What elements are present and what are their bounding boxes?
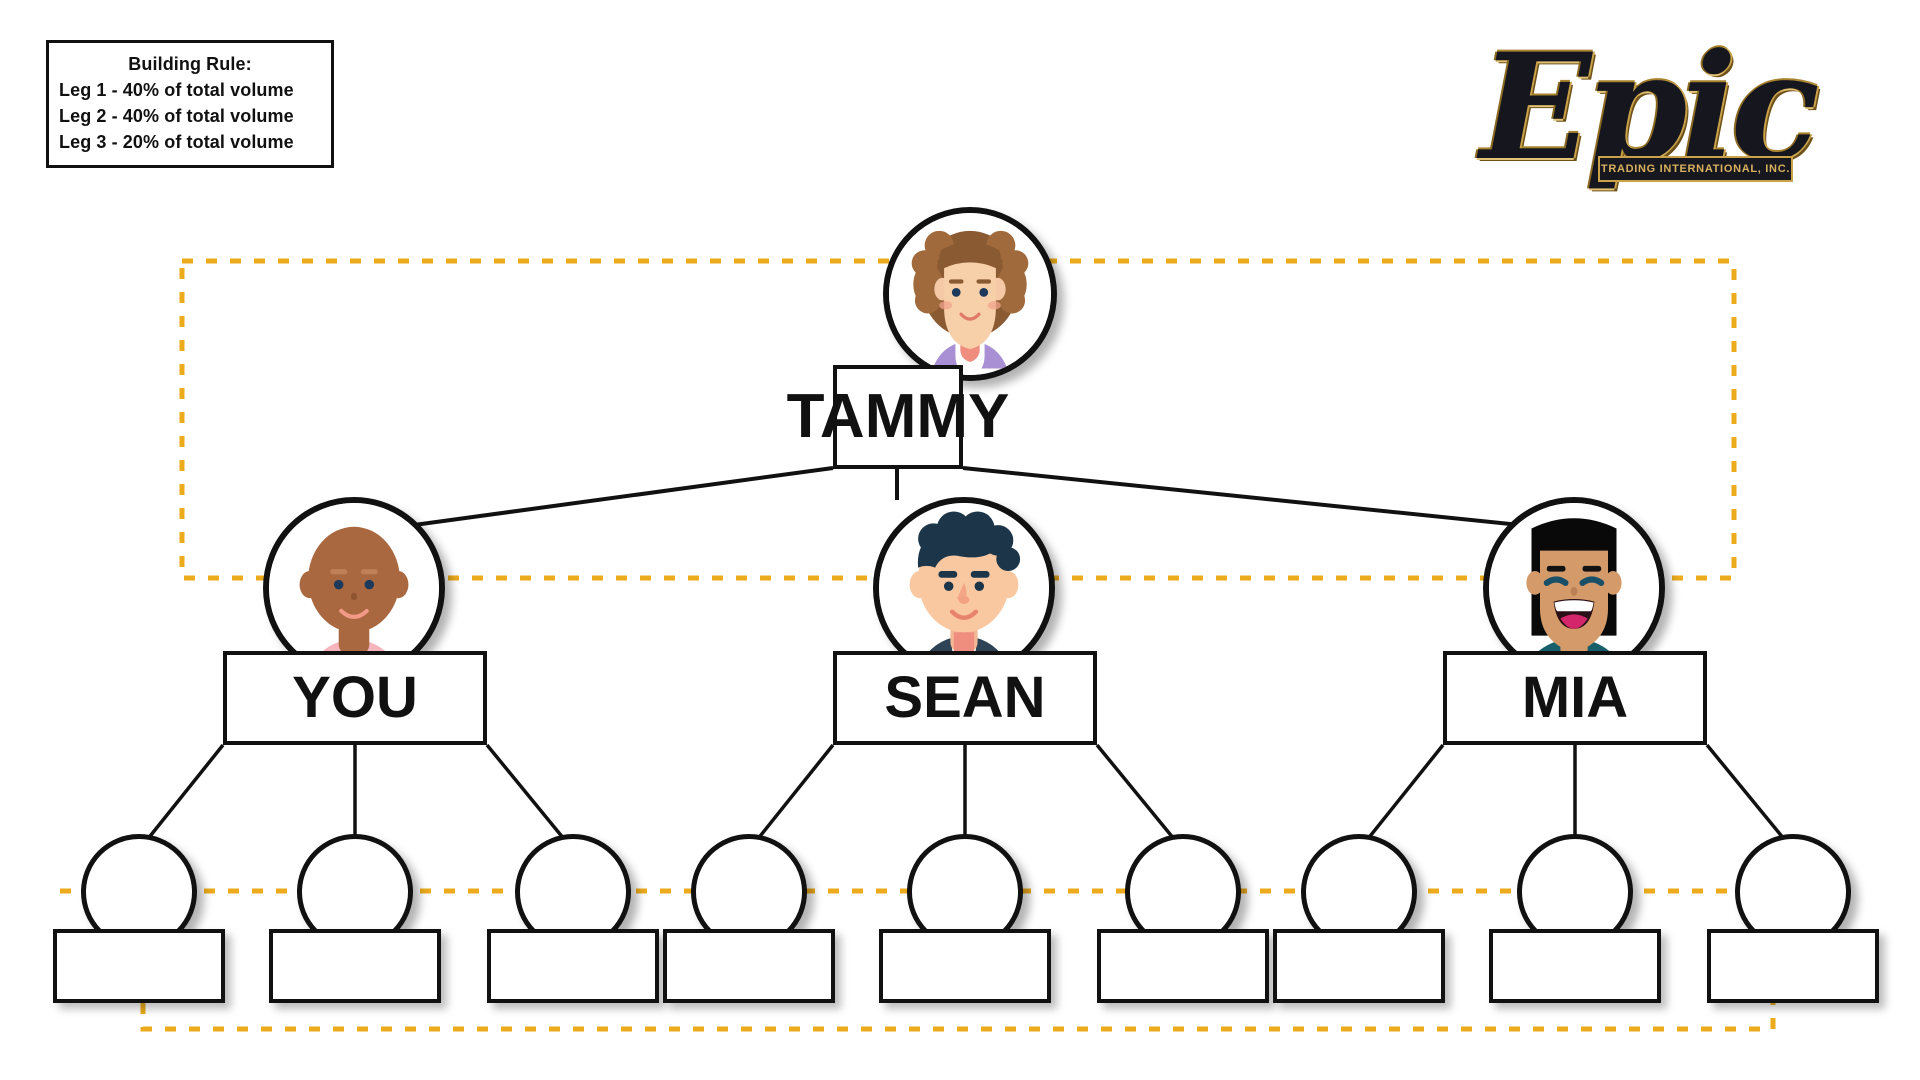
empty-box-3[interactable] bbox=[487, 929, 659, 1003]
empty-box-5[interactable] bbox=[879, 929, 1051, 1003]
node-label-mia: MIA bbox=[1521, 665, 1629, 730]
empty-box-1[interactable] bbox=[53, 929, 225, 1003]
building-rule-title: Building Rule: bbox=[128, 54, 252, 74]
empty-box-7[interactable] bbox=[1273, 929, 1445, 1003]
building-rule-leg-1: Leg 1 - 40% of total volume bbox=[59, 80, 294, 101]
woman-curly-brown-hair-avatar bbox=[889, 213, 1051, 375]
epic-tagline: TRADING INTERNATIONAL, INC. bbox=[1600, 163, 1791, 175]
connector-tammy-mia bbox=[962, 466, 1599, 535]
woman-black-bob-hair-teal-top-avatar bbox=[1489, 503, 1659, 673]
building-rule-legend: Building Rule: Leg 1 - 40% of total volu… bbox=[46, 40, 334, 169]
man-dark-navy-hair-light-skin-avatar bbox=[879, 503, 1049, 673]
epic-logo: Epic TRADING INTERNATIONAL, INC. bbox=[1480, 14, 1820, 214]
empty-box-9[interactable] bbox=[1707, 929, 1879, 1003]
connector-tammy-you bbox=[354, 466, 834, 535]
node-box-sean[interactable]: SEAN bbox=[833, 651, 1097, 745]
node-box-tammy[interactable]: TAMMY bbox=[787, 365, 1009, 469]
leg-grouping-rail-bottom bbox=[140, 1003, 1776, 1032]
epic-tagline-bar: TRADING INTERNATIONAL, INC. bbox=[1598, 156, 1793, 182]
avatar-mia[interactable] bbox=[1483, 497, 1665, 679]
node-label-sean: SEAN bbox=[884, 665, 1046, 730]
avatar-tammy[interactable] bbox=[883, 207, 1057, 381]
empty-box-2[interactable] bbox=[269, 929, 441, 1003]
node-box-you[interactable]: YOU bbox=[223, 651, 487, 745]
node-label-you: YOU bbox=[292, 665, 418, 730]
node-box-mia[interactable]: MIA bbox=[1443, 651, 1707, 745]
building-rule-leg-3: Leg 3 - 20% of total volume bbox=[59, 132, 294, 153]
avatar-sean[interactable] bbox=[873, 497, 1055, 679]
empty-box-6[interactable] bbox=[1097, 929, 1269, 1003]
empty-box-8[interactable] bbox=[1489, 929, 1661, 1003]
building-rule-leg-2: Leg 2 - 40% of total volume bbox=[59, 106, 294, 127]
empty-box-4[interactable] bbox=[663, 929, 835, 1003]
node-label-tammy: TAMMY bbox=[786, 382, 1010, 451]
man-bald-dark-skin-pink-shirt-avatar bbox=[269, 503, 439, 673]
